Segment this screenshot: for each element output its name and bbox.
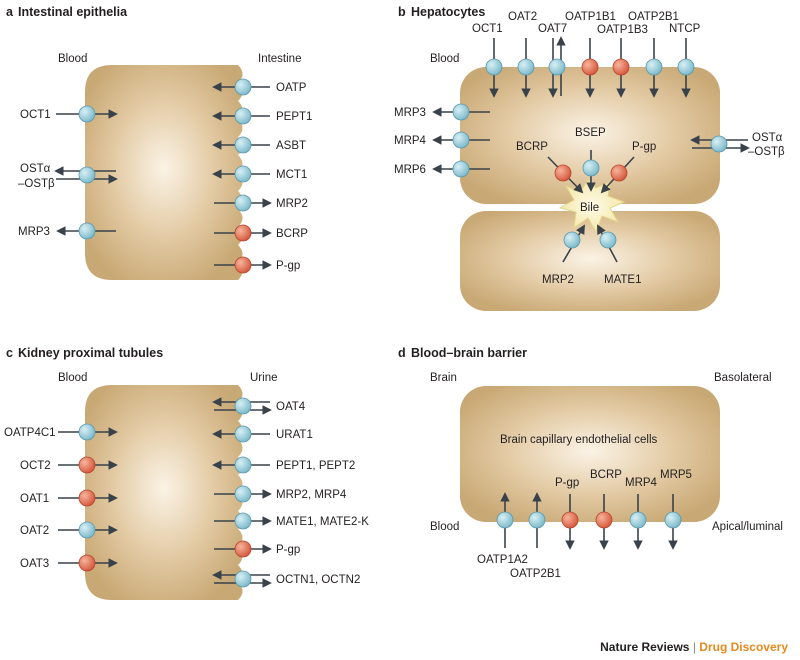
label-d-pgp: P-gp xyxy=(555,477,579,489)
panel-a-blood-label: Blood xyxy=(58,53,87,65)
panel-c-blood-label: Blood xyxy=(58,372,87,384)
label-a-mct1: MCT1 xyxy=(276,169,307,181)
label-b-mate1: MATE1 xyxy=(604,274,642,286)
label-c-mrp: MRP2, MRP4 xyxy=(276,489,347,501)
label-a-osta: OSTα xyxy=(20,163,51,175)
label-c-octn: OCTN1, OCTN2 xyxy=(276,574,360,586)
journal-section: Drug Discovery xyxy=(699,640,788,654)
label-b-oatp2b1: OATP2B1 xyxy=(628,11,679,23)
panel-d-blood-label: Blood xyxy=(430,521,459,533)
panel-d-basolateral-label: Basolateral xyxy=(714,372,772,384)
journal-name: Nature Reviews xyxy=(600,640,690,654)
label-a-ostb: –OSTβ xyxy=(18,178,55,190)
label-b-mrp2: MRP2 xyxy=(542,274,574,286)
label-b-osta: OSTα xyxy=(752,132,783,144)
endothelial-cell xyxy=(460,386,720,522)
label-c-pgp: P-gp xyxy=(276,544,300,556)
label-b-mrp3: MRP3 xyxy=(394,107,426,119)
label-a-mrp3: MRP3 xyxy=(18,226,50,238)
label-c-oat1: OAT1 xyxy=(20,493,49,505)
panel-b-title: Hepatocytes xyxy=(411,5,485,19)
hepatocyte-upper xyxy=(460,67,720,204)
panel-a: a Intestinal epithelia Blood Intestine O… xyxy=(6,5,312,280)
label-c-mate: MATE1, MATE2-K xyxy=(276,516,369,528)
label-b-oat2: OAT2 xyxy=(508,11,537,23)
endothelial-cell-label: Brain capillary endothelial cells xyxy=(500,434,657,446)
label-b-oct1: OCT1 xyxy=(472,23,503,35)
panel-d-apical-label: Apical/luminal xyxy=(712,521,783,533)
label-b-pgp: P-gp xyxy=(632,141,656,153)
label-b-oatp1b3: OATP1B3 xyxy=(597,24,648,36)
tubule-cell xyxy=(85,385,243,600)
panel-c-letter: c xyxy=(6,346,13,360)
label-c-oatp4c1: OATP4C1 xyxy=(4,427,56,439)
label-c-oat3: OAT3 xyxy=(20,558,49,570)
label-c-pept: PEPT1, PEPT2 xyxy=(276,460,355,472)
label-c-oct2: OCT2 xyxy=(20,460,51,472)
label-a-oct1: OCT1 xyxy=(20,109,51,121)
label-c-oat2: OAT2 xyxy=(20,525,49,537)
label-d-oatp1a2: OATP1A2 xyxy=(477,554,528,566)
label-d-oatp2b1: OATP2B1 xyxy=(510,568,561,580)
label-b-mrp4: MRP4 xyxy=(394,135,427,147)
panel-c-urine-label: Urine xyxy=(250,372,277,384)
label-b-bcrp: BCRP xyxy=(516,141,548,153)
panel-b-letter: b xyxy=(398,5,406,19)
label-b-oat7: OAT7 xyxy=(538,23,567,35)
panel-d-letter: d xyxy=(398,346,406,360)
hepatocyte-lower xyxy=(460,211,720,311)
panel-d-brain-label: Brain xyxy=(430,372,457,384)
label-b-oatp1b1: OATP1B1 xyxy=(565,11,616,23)
panel-c-title: Kidney proximal tubules xyxy=(18,346,163,360)
label-b-ntcp: NTCP xyxy=(669,23,701,35)
label-d-mrp4: MRP4 xyxy=(625,477,658,489)
label-a-oatp: OATP xyxy=(276,82,307,94)
panel-a-title: Intestinal epithelia xyxy=(18,5,128,19)
panel-d-title: Blood–brain barrier xyxy=(411,346,527,360)
panel-d: d Blood–brain barrier Brain Basolateral … xyxy=(398,346,783,580)
label-c-oat4: OAT4 xyxy=(276,401,306,413)
label-b-mrp6: MRP6 xyxy=(394,164,426,176)
label-d-mrp5: MRP5 xyxy=(660,469,692,481)
label-b-ostb: –OSTβ xyxy=(748,146,785,158)
label-a-asbt: ASBT xyxy=(276,140,306,152)
label-a-bcrp: BCRP xyxy=(276,228,308,240)
journal-footer: Nature Reviews | Drug Discovery xyxy=(600,640,788,654)
panel-c: c Kidney proximal tubules Blood Urine OA… xyxy=(4,346,369,600)
panel-a-intestine-label: Intestine xyxy=(258,53,301,65)
intestinal-cell xyxy=(85,65,243,280)
label-c-urat1: URAT1 xyxy=(276,429,313,441)
label-b-bsep: BSEP xyxy=(575,127,606,139)
panel-a-letter: a xyxy=(6,5,14,19)
panel-b-blood-label: Blood xyxy=(430,53,459,65)
label-a-pept1: PEPT1 xyxy=(276,111,312,123)
label-d-bcrp: BCRP xyxy=(590,469,622,481)
label-a-mrp2: MRP2 xyxy=(276,198,308,210)
bile-label: Bile xyxy=(580,202,599,214)
panel-b: b Hepatocytes Blood Bile OCT1 OAT2 OAT7 … xyxy=(394,5,785,311)
label-a-pgp: P-gp xyxy=(276,260,300,272)
footer-separator: | xyxy=(692,640,696,654)
